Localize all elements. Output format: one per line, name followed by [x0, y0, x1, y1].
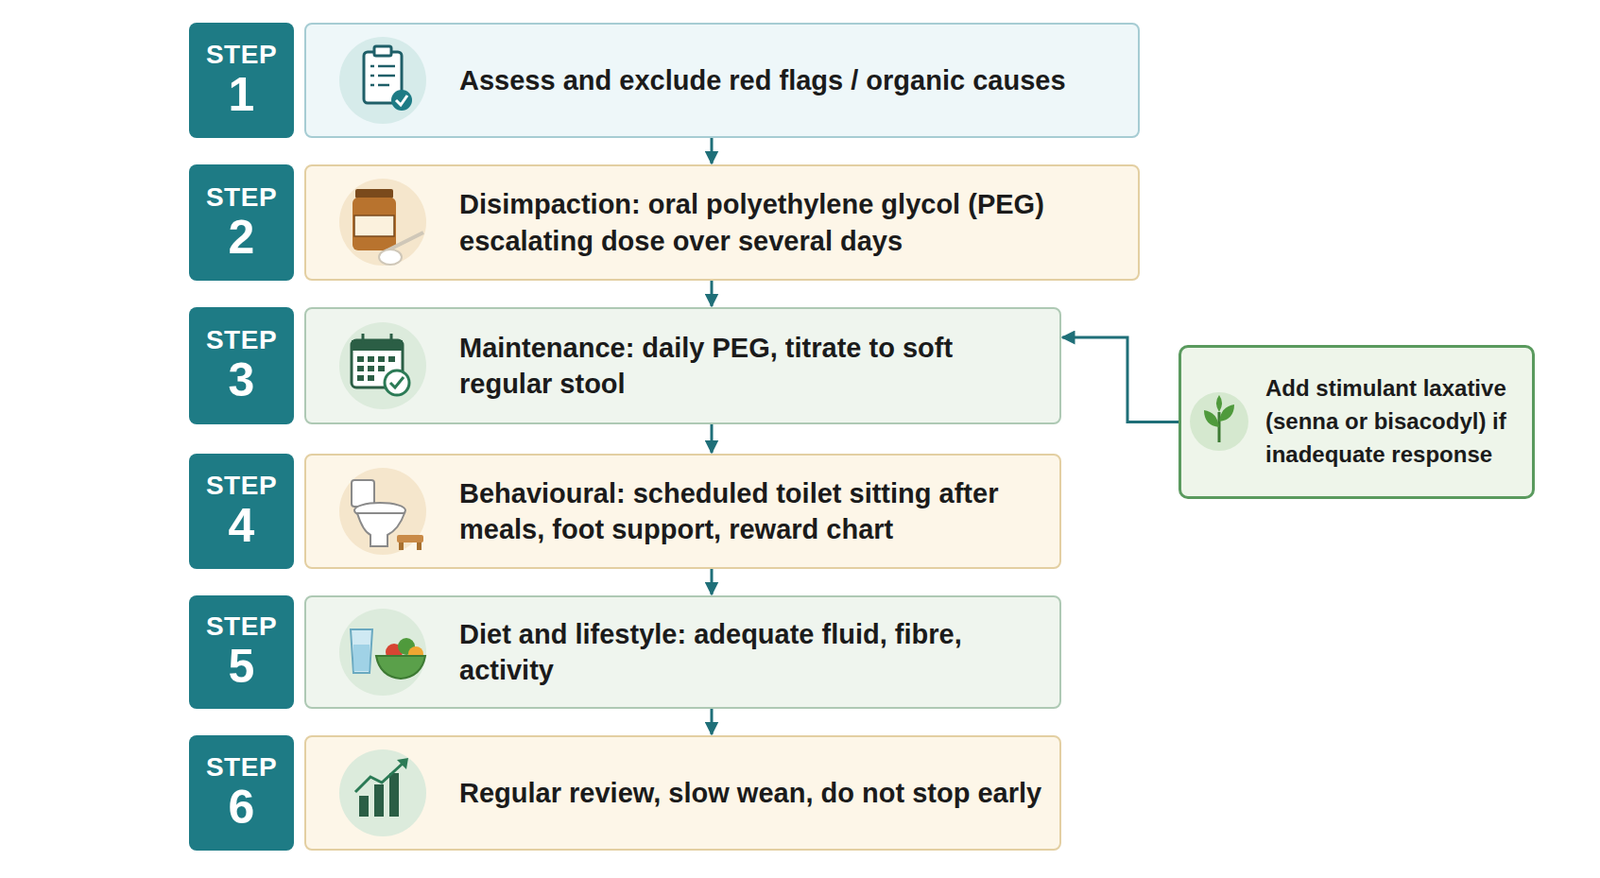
jar-label: PEG — [357, 217, 388, 234]
callout-box: Add stimulant laxative (senna or bisacod… — [1178, 344, 1535, 499]
step-badge: STEP3 — [189, 307, 294, 425]
step-text: Maintenance: daily PEG, titrate to soft … — [459, 329, 1043, 403]
step-text: Assess and exclude red flags / organic c… — [459, 62, 1121, 99]
flow-arrow — [710, 137, 714, 164]
process-box: Assess and exclude red flags / organic c… — [304, 22, 1140, 138]
step-number: 5 — [228, 641, 256, 692]
step-word: STEP — [206, 471, 277, 501]
step-number: 1 — [228, 69, 256, 121]
step-text: Diet and lifestyle: adequate fluid, fibr… — [459, 616, 1043, 689]
step-badge: STEP2 — [189, 164, 294, 281]
step-badge: STEP4 — [189, 453, 294, 569]
flow-arrow — [1062, 337, 1179, 423]
step-word: STEP — [206, 326, 277, 356]
process-box: Disimpaction: oral polyethylene glycol (… — [304, 164, 1140, 281]
process-box: Maintenance: daily PEG, titrate to soft … — [304, 307, 1062, 425]
process-box: Regular review, slow wean, do not stop e… — [304, 735, 1062, 851]
process-box: Diet and lifestyle: adequate fluid, fibr… — [304, 595, 1062, 709]
flow-arrow — [710, 568, 714, 595]
flow-arrow — [710, 424, 714, 453]
flow-arrow — [710, 708, 714, 735]
process-box: Behavioural: scheduled toilet sitting af… — [304, 453, 1062, 569]
step-word: STEP — [206, 183, 277, 213]
step-word: STEP — [206, 612, 277, 642]
step-text: Disimpaction: oral polyethylene glycol (… — [459, 186, 1121, 259]
step-word: STEP — [206, 40, 277, 70]
step-text: Add stimulant laxative (senna or bisacod… — [1265, 372, 1521, 471]
step-word: STEP — [206, 753, 277, 783]
step-text: Behavioural: scheduled toilet sitting af… — [459, 475, 1043, 549]
step-badge: STEP6 — [189, 735, 294, 851]
step-text: Regular review, slow wean, do not stop e… — [459, 774, 1043, 811]
step-number: 4 — [228, 500, 256, 551]
step-number: 3 — [228, 355, 256, 406]
step-badge: STEP5 — [189, 595, 294, 709]
step-number: 6 — [228, 782, 256, 833]
flow-arrow — [710, 280, 714, 307]
step-number: 2 — [228, 212, 256, 263]
step-badge: STEP1 — [189, 22, 294, 138]
